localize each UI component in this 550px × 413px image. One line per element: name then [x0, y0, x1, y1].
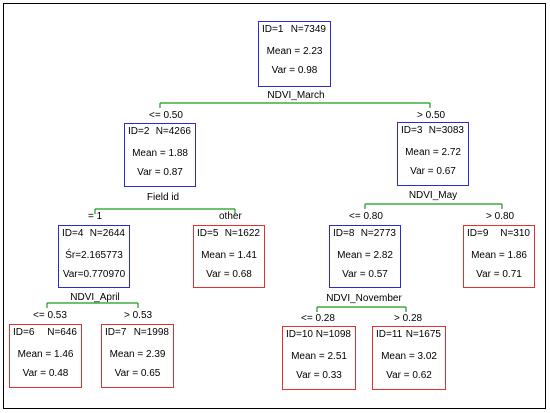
node-count: N=3083 [428, 125, 464, 136]
node-id: ID=7 [105, 327, 127, 338]
node-count: N=7349 [290, 24, 326, 35]
node-id: ID=8 [333, 228, 355, 239]
node-id: ID=5 [197, 228, 219, 239]
node-id: ID=9 [467, 228, 489, 239]
node-mean: Mean = 1.86 [471, 250, 527, 261]
node-var: Var = 0.67 [410, 166, 456, 177]
node-mean: Mean = 1.88 [132, 148, 188, 159]
node-count: N=1675 [405, 329, 441, 340]
node-mean: Mean = 3.02 [381, 351, 437, 362]
tree-node-2: ID=2 N=4266 Mean = 1.88 Var = 0.87 [124, 123, 196, 187]
split-label-node-1: NDVI_March [267, 90, 325, 101]
edge-root-split [159, 102, 431, 108]
tree-node-1: ID=1 N=7349 Mean = 2.23 Var = 0.98 [258, 21, 331, 87]
tree-node-7: ID=7 N=1998 Mean = 2.39 Var = 0.65 [101, 324, 174, 388]
node-mean: Mean = 1.46 [17, 349, 74, 360]
node-var: Var = 0.65 [114, 368, 161, 379]
node-var: Var = 0.68 [206, 269, 252, 280]
node-var: Var = 0.87 [137, 167, 183, 178]
node-id: ID=1 [262, 24, 284, 35]
edge-node8-split [316, 306, 407, 312]
branch-label-node-3-right: > 0.80 [486, 211, 515, 222]
node-id: ID=3 [401, 125, 423, 136]
split-label-node-2: Field id [146, 192, 180, 203]
node-count: N=310 [500, 228, 530, 239]
branch-label-node-2-right: other [219, 211, 242, 222]
split-label-node-4: NDVI_April [70, 292, 120, 303]
node-var: Var = 0.98 [271, 65, 318, 76]
tree-node-5: ID=5 N=1622 Mean = 1.41 Var = 0.68 [193, 225, 265, 288]
node-mean: Mean = 1.41 [201, 250, 257, 261]
node-var: Var = 0.33 [296, 370, 342, 381]
branch-label-node-1-left: <= 0.50 [149, 110, 183, 121]
split-label-node-3: NDVI_May [408, 190, 458, 201]
node-count: N=2773 [360, 228, 396, 239]
node-count: N=1998 [133, 327, 169, 338]
node-var: Var = 0.48 [22, 368, 69, 379]
edge-node4-split [46, 302, 139, 308]
branch-label-node-8-right: > 0.28 [394, 313, 423, 324]
node-id: ID=6 [13, 327, 35, 338]
edge-node3-split [364, 203, 503, 209]
node-mean: Śr=2.165773 [65, 250, 123, 261]
edge-node2-split [94, 208, 236, 214]
node-var: Var = 0.57 [342, 269, 388, 280]
tree-node-11: ID=11 N=1675 Mean = 3.02 Var = 0.62 [372, 326, 446, 390]
split-label-node-8: NDVI_November [326, 293, 402, 304]
branch-label-node-4-left: <= 0.53 [33, 310, 67, 321]
branch-label-node-4-right: > 0.53 [124, 310, 153, 321]
branch-label-node-3-left: <= 0.80 [349, 211, 383, 222]
node-id: ID=10 [286, 329, 313, 340]
node-count: N=4266 [155, 126, 191, 137]
node-id: ID=4 [62, 228, 84, 239]
tree-node-9: ID=9 N=310 Mean = 1.86 Var = 0.71 [463, 225, 535, 288]
tree-node-10: ID=10 N=1098 Mean = 2.51 Var = 0.33 [282, 326, 356, 390]
node-count: N=2644 [89, 228, 125, 239]
node-mean: Mean = 2.51 [291, 351, 347, 362]
node-mean: Mean = 2.72 [405, 147, 461, 158]
node-count: N=1622 [224, 228, 260, 239]
node-count: N=646 [47, 327, 77, 338]
node-var: Var = 0.71 [476, 269, 522, 280]
node-var: Var=0.770970 [62, 269, 126, 280]
tree-node-3: ID=3 N=3083 Mean = 2.72 Var = 0.67 [397, 122, 469, 186]
branch-label-node-8-left: <= 0.28 [301, 313, 335, 324]
node-id: ID=2 [128, 126, 150, 137]
tree-node-4: ID=4 N=2644 Śr=2.165773 Var=0.770970 [58, 225, 130, 288]
node-mean: Mean = 2.23 [266, 46, 323, 57]
branch-label-node-2-left: = 1 [88, 211, 103, 222]
node-mean: Mean = 2.82 [337, 250, 393, 261]
node-id: ID=11 [376, 329, 403, 340]
node-var: Var = 0.62 [386, 370, 432, 381]
tree-node-8: ID=8 N=2773 Mean = 2.82 Var = 0.57 [329, 225, 401, 288]
node-count: N=1098 [315, 329, 351, 340]
branch-label-node-1-right: > 0.50 [417, 110, 446, 121]
node-mean: Mean = 2.39 [109, 349, 166, 360]
tree-node-6: ID=6 N=646 Mean = 1.46 Var = 0.48 [9, 324, 82, 388]
